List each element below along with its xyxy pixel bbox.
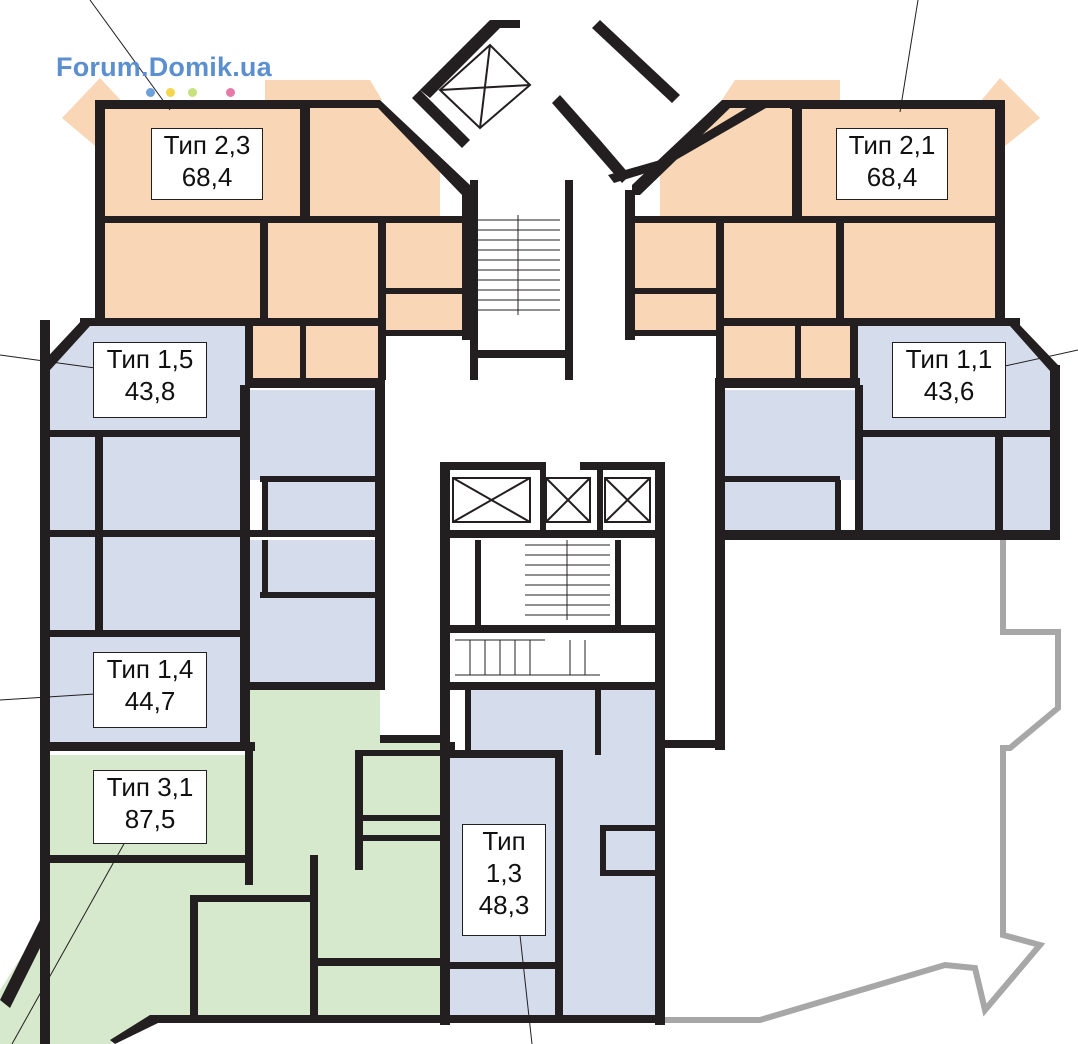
apartment-area: 87,5: [124, 804, 176, 834]
watermark-dot-icon: [188, 88, 197, 97]
apartment-area: 43,8: [124, 376, 176, 406]
watermark-text: Forum.Domik.ua: [56, 52, 272, 82]
walls: [0, 20, 1060, 1044]
adjacent-building-outline: [660, 540, 1061, 1023]
apartment-label-type-2-3: Тип 2,3 68,4: [151, 128, 263, 200]
watermark-dot-icon: [146, 88, 155, 97]
apartment-area: 44,7: [124, 686, 176, 716]
apartment-label-type-3-1: Тип 3,1 87,5: [93, 770, 207, 844]
apartment-label-type-1-4: Тип 1,4 44,7: [93, 652, 207, 728]
apartment-area: 48,3: [478, 890, 530, 920]
apartment-label-type-1-1: Тип 1,1 43,6: [892, 342, 1006, 418]
apartment-area: 68,4: [866, 162, 918, 192]
apartment-label-type-1-5: Тип 1,5 43,8: [93, 342, 207, 418]
apartment-type: Тип 1,4: [106, 654, 194, 684]
apartment-type: Тип 1,5: [106, 344, 194, 374]
apartment-area: 68,4: [181, 162, 233, 192]
watermark-dot-icon: [226, 88, 235, 97]
apartment-type-number: 1,3: [485, 858, 523, 888]
apartment-type: Тип 2,1: [848, 130, 936, 160]
apartment-type: Тип 2,3: [163, 130, 251, 160]
stairs: [455, 215, 610, 676]
apartment-type: Тип 3,1: [106, 772, 194, 802]
lift-shafts: [438, 43, 651, 523]
apartment-label-type-1-3: Тип 1,3 48,3: [462, 824, 546, 936]
apartment-type-word: Тип: [482, 826, 526, 856]
apartment-type: Тип 1,1: [905, 344, 993, 374]
watermark-dots: [146, 88, 236, 98]
watermark-dot-icon: [166, 88, 175, 97]
apartment-type-1-3-area: [450, 690, 655, 1018]
apartment-area: 43,6: [923, 376, 975, 406]
apartment-label-type-2-1: Тип 2,1 68,4: [836, 128, 948, 200]
